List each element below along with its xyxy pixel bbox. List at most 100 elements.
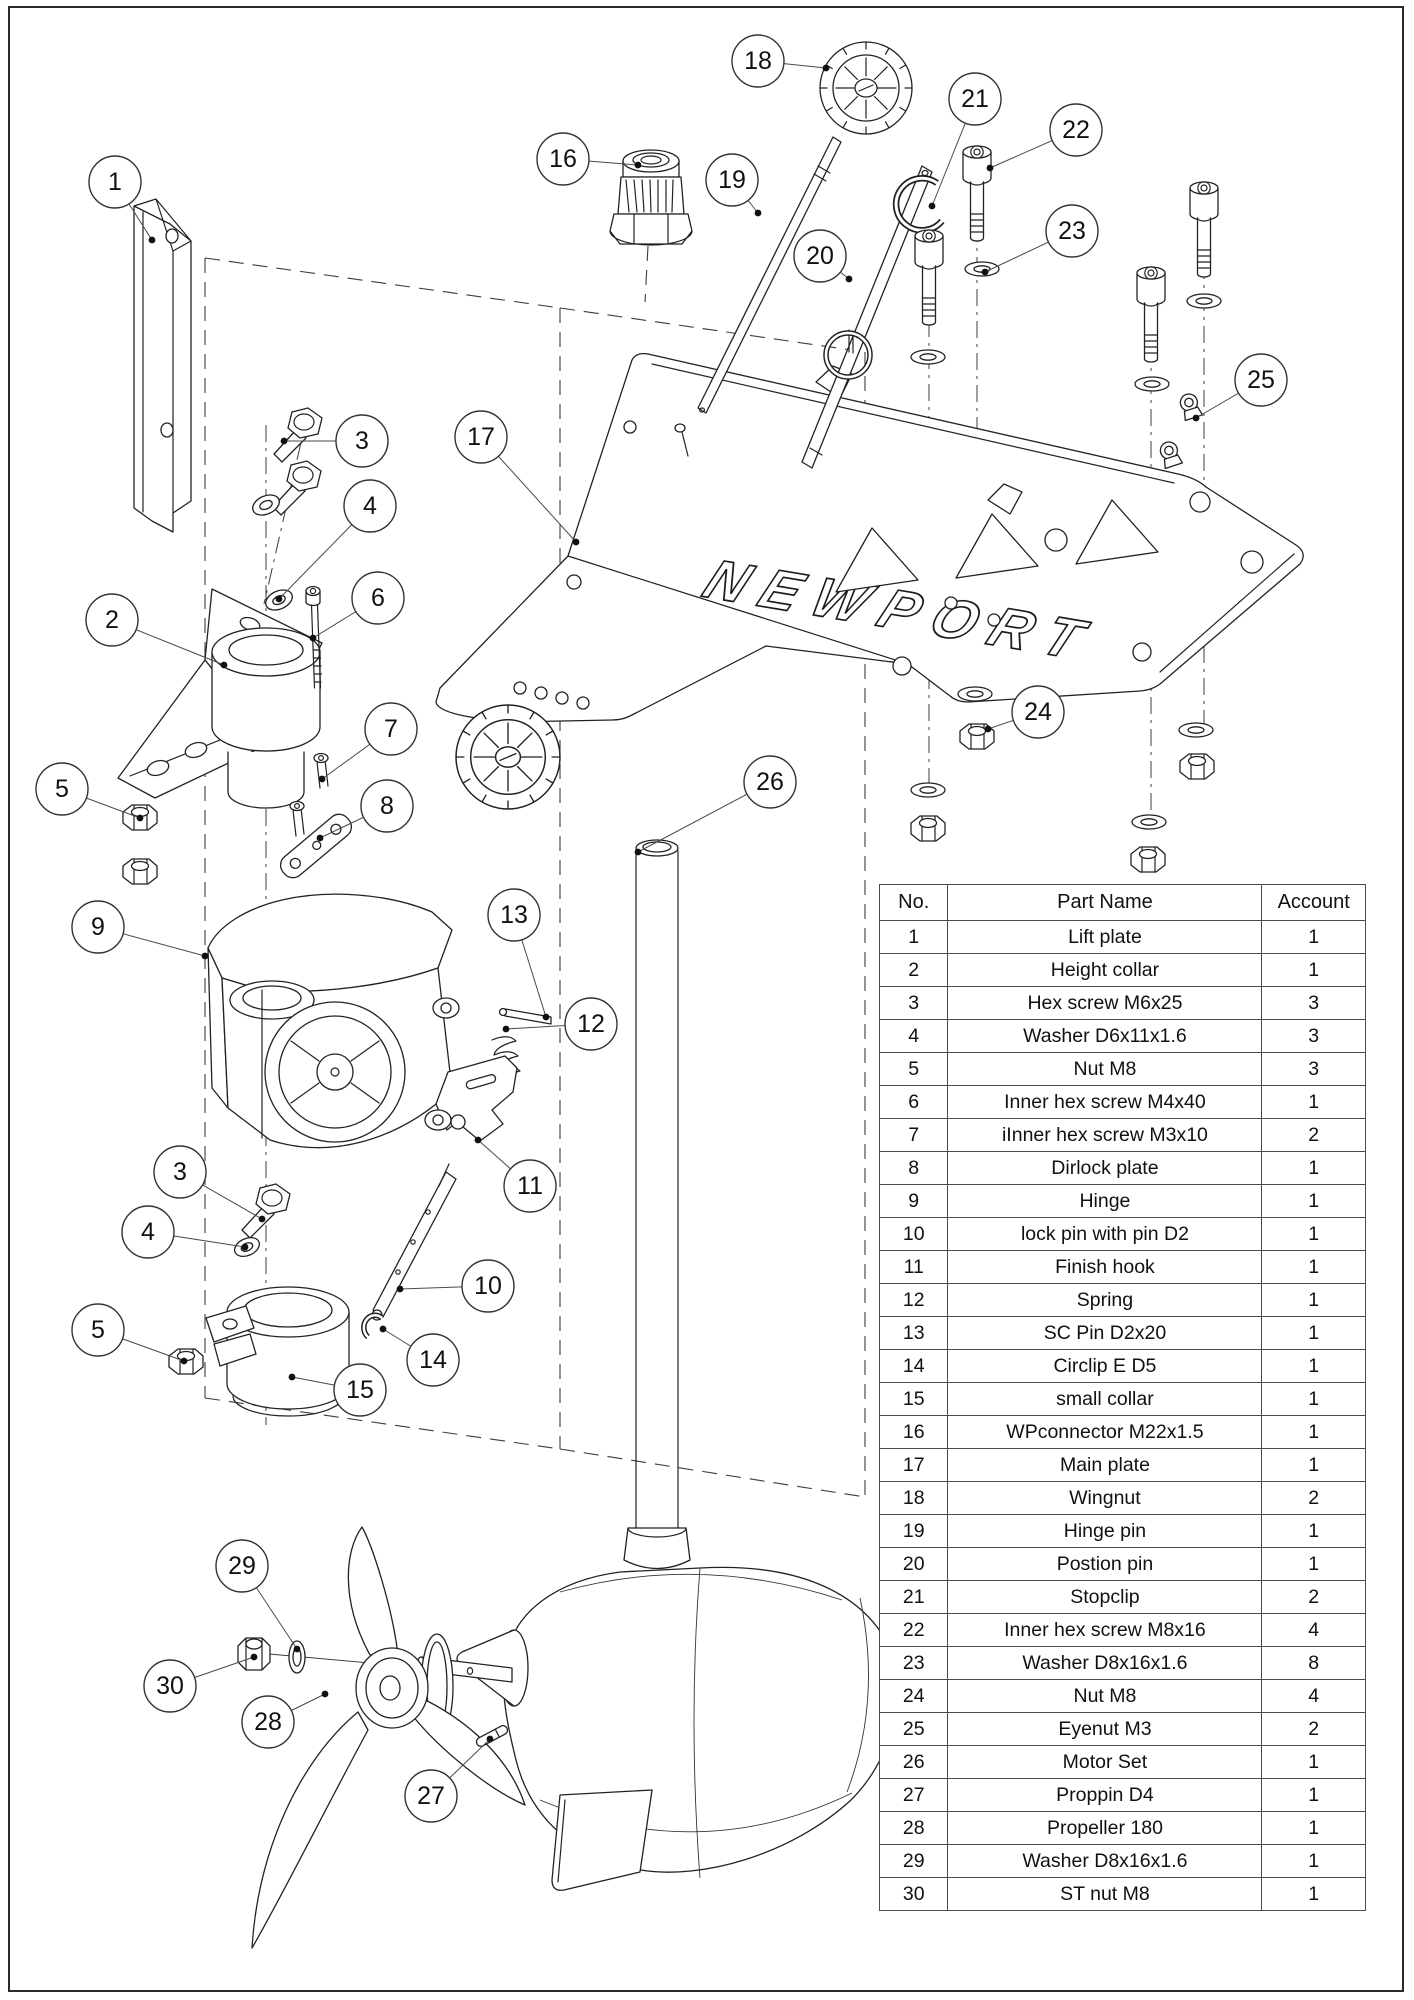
cell-part-qty: 3 — [1261, 1052, 1366, 1086]
table-row: 13 SC Pin D2x20 1 — [878, 1316, 1366, 1350]
cell-part-number: 9 — [878, 1184, 949, 1218]
cell-part-number: 10 — [878, 1217, 949, 1251]
cell-part-number: 28 — [878, 1811, 949, 1845]
cell-part-name: Inner hex screw M4x40 — [947, 1085, 1263, 1119]
cell-part-qty: 1 — [1261, 1085, 1366, 1119]
cell-part-number: 7 — [878, 1118, 949, 1152]
cell-part-qty: 1 — [1261, 1382, 1366, 1416]
callout-9: 9 — [71, 900, 209, 960]
cell-part-name: Stopclip — [947, 1580, 1263, 1614]
cell-part-name: Washer D8x16x1.6 — [947, 1646, 1263, 1680]
parts-table-header-row: No. Part Name Account — [878, 884, 1366, 921]
cell-part-name: Dirlock plate — [947, 1151, 1263, 1185]
callout-4: 4 — [275, 479, 397, 603]
table-row: 3 Hex screw M6x25 3 — [878, 986, 1366, 1020]
cell-part-name: Height collar — [947, 953, 1263, 987]
callout-2: 2 — [85, 593, 228, 669]
cell-part-number: 12 — [878, 1283, 949, 1317]
table-row: 7 iInner hex screw M3x10 2 — [878, 1118, 1366, 1152]
callout-27: 27 — [404, 1735, 494, 1823]
svg-text:2: 2 — [105, 606, 119, 634]
cell-part-name: Eyenut M3 — [947, 1712, 1263, 1746]
svg-text:27: 27 — [417, 1782, 445, 1810]
table-row: 26 Motor Set 1 — [878, 1745, 1366, 1779]
eyenut-2 — [1157, 438, 1184, 470]
cell-part-qty: 1 — [1261, 1349, 1366, 1383]
callout-6: 6 — [309, 571, 405, 642]
washer-d8-5 — [957, 686, 993, 702]
finish-hook — [424, 1055, 518, 1142]
svg-text:29: 29 — [228, 1552, 256, 1580]
sc-pin — [498, 1007, 552, 1025]
svg-text:3: 3 — [355, 427, 369, 455]
callout-5: 5 — [35, 762, 144, 822]
washer-d8-3 — [1186, 293, 1222, 309]
nut-m8-under-plate-2 — [910, 815, 946, 842]
svg-text:13: 13 — [500, 901, 528, 929]
cell-part-name: Finish hook — [947, 1250, 1263, 1284]
cell-part-name: Circlip E D5 — [947, 1349, 1263, 1383]
cell-part-qty: 1 — [1261, 920, 1366, 954]
cell-part-number: 20 — [878, 1547, 949, 1581]
svg-text:11: 11 — [517, 1172, 543, 1200]
callout-25: 25 — [1192, 353, 1288, 422]
callout-12: 12 — [502, 997, 618, 1051]
cell-part-qty: 1 — [1261, 1184, 1366, 1218]
table-row: 29 Washer D8x16x1.6 1 — [878, 1844, 1366, 1878]
cell-part-qty: 1 — [1261, 1250, 1366, 1284]
table-row: 18 Wingnut 2 — [878, 1481, 1366, 1515]
cell-part-name: Washer D8x16x1.6 — [947, 1844, 1263, 1878]
inner-hex-screw-m8-2 — [914, 229, 944, 326]
table-row: 22 Inner hex screw M8x16 4 — [878, 1613, 1366, 1647]
callout-15: 15 — [288, 1363, 387, 1417]
main-plate: NEWPORT — [435, 352, 1304, 723]
callout-7: 7 — [318, 702, 418, 783]
cell-part-name: Spring — [947, 1283, 1263, 1317]
cell-part-number: 3 — [878, 986, 949, 1020]
callout-11: 11 — [474, 1136, 557, 1213]
cell-part-qty: 3 — [1261, 986, 1366, 1020]
cell-part-number: 19 — [878, 1514, 949, 1548]
svg-text:21: 21 — [961, 85, 989, 113]
cell-part-qty: 1 — [1261, 1778, 1366, 1812]
cell-part-name: SC Pin D2x20 — [947, 1316, 1263, 1350]
lift-plate — [133, 198, 192, 533]
callout-24: 24 — [984, 685, 1065, 739]
svg-text:4: 4 — [363, 492, 377, 520]
cell-part-qty: 1 — [1261, 1811, 1366, 1845]
cell-part-number: 4 — [878, 1019, 949, 1053]
cell-part-qty: 1 — [1261, 1547, 1366, 1581]
cell-part-number: 29 — [878, 1844, 949, 1878]
callout-28: 28 — [241, 1690, 329, 1749]
nut-m8-2 — [122, 858, 158, 885]
lock-pin — [371, 1163, 457, 1321]
cell-part-qty: 1 — [1261, 1415, 1366, 1449]
callout-22: 22 — [986, 103, 1103, 172]
cell-part-name: Inner hex screw M8x16 — [947, 1613, 1263, 1647]
cell-part-number: 24 — [878, 1679, 949, 1713]
wingnut-lower — [455, 704, 561, 810]
cell-part-qty: 1 — [1261, 1151, 1366, 1185]
table-row: 17 Main plate 1 — [878, 1448, 1366, 1482]
cell-part-number: 18 — [878, 1481, 949, 1515]
table-row: 23 Washer D8x16x1.6 8 — [878, 1646, 1366, 1680]
cell-part-qty: 1 — [1261, 1283, 1366, 1317]
table-row: 15 small collar 1 — [878, 1382, 1366, 1416]
table-row: 21 Stopclip 2 — [878, 1580, 1366, 1614]
cell-part-name: small collar — [947, 1382, 1263, 1416]
cell-part-number: 21 — [878, 1580, 949, 1614]
col-header-no: No. — [878, 884, 949, 921]
parts: NEWPORT — [117, 41, 1304, 1949]
cell-part-name: Hex screw M6x25 — [947, 986, 1263, 1020]
cell-part-name: iInner hex screw M3x10 — [947, 1118, 1263, 1152]
inner-hex-screw-m8-3 — [1189, 181, 1219, 278]
cell-part-number: 25 — [878, 1712, 949, 1746]
washer-d8-8 — [1131, 814, 1167, 830]
cell-part-qty: 1 — [1261, 1877, 1366, 1911]
callout-30: 30 — [143, 1653, 258, 1713]
hinge — [207, 893, 460, 1149]
cell-part-name: Propeller 180 — [947, 1811, 1263, 1845]
svg-text:12: 12 — [577, 1010, 605, 1038]
cell-part-qty: 2 — [1261, 1118, 1366, 1152]
table-row: 2 Height collar 1 — [878, 953, 1366, 987]
